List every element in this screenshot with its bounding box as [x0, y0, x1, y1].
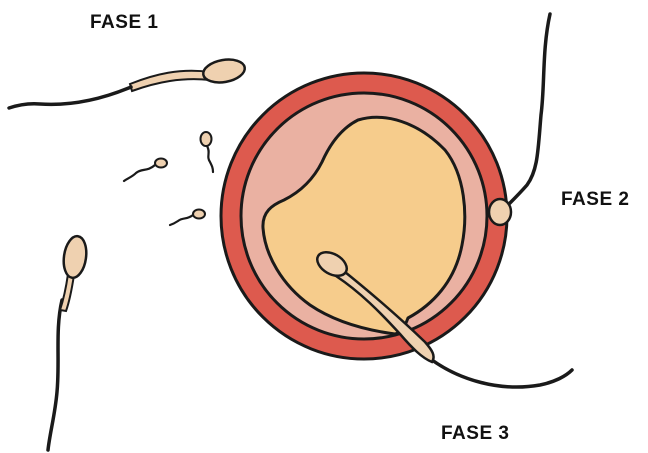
sperm-bottom-left-tail	[48, 300, 62, 450]
sperm-phase-1-tail	[9, 87, 131, 108]
sperm-bottom-left-midpiece	[60, 274, 74, 311]
sperm-phase-3-tail	[432, 360, 572, 387]
sperm-phase-1-midpiece	[130, 71, 210, 91]
phase-2-label: FASE 2	[561, 189, 629, 211]
phase-3-label: FASE 3	[441, 423, 509, 445]
phase-1-label: FASE 1	[90, 12, 158, 34]
small-sperm-2	[201, 132, 214, 172]
sperm-phase-2-head	[489, 199, 511, 225]
small-sperm-3	[170, 210, 205, 226]
sperm-phase-1-head	[201, 57, 246, 86]
sperm-bottom-left-head	[61, 235, 89, 280]
ovum	[221, 73, 507, 359]
small-sperm-cluster	[124, 132, 213, 225]
sperm-phase-1	[9, 57, 247, 108]
sperm-phase-2-tail	[508, 14, 550, 205]
sperm-bottom-left	[48, 235, 89, 450]
small-sperm-1	[124, 159, 167, 182]
